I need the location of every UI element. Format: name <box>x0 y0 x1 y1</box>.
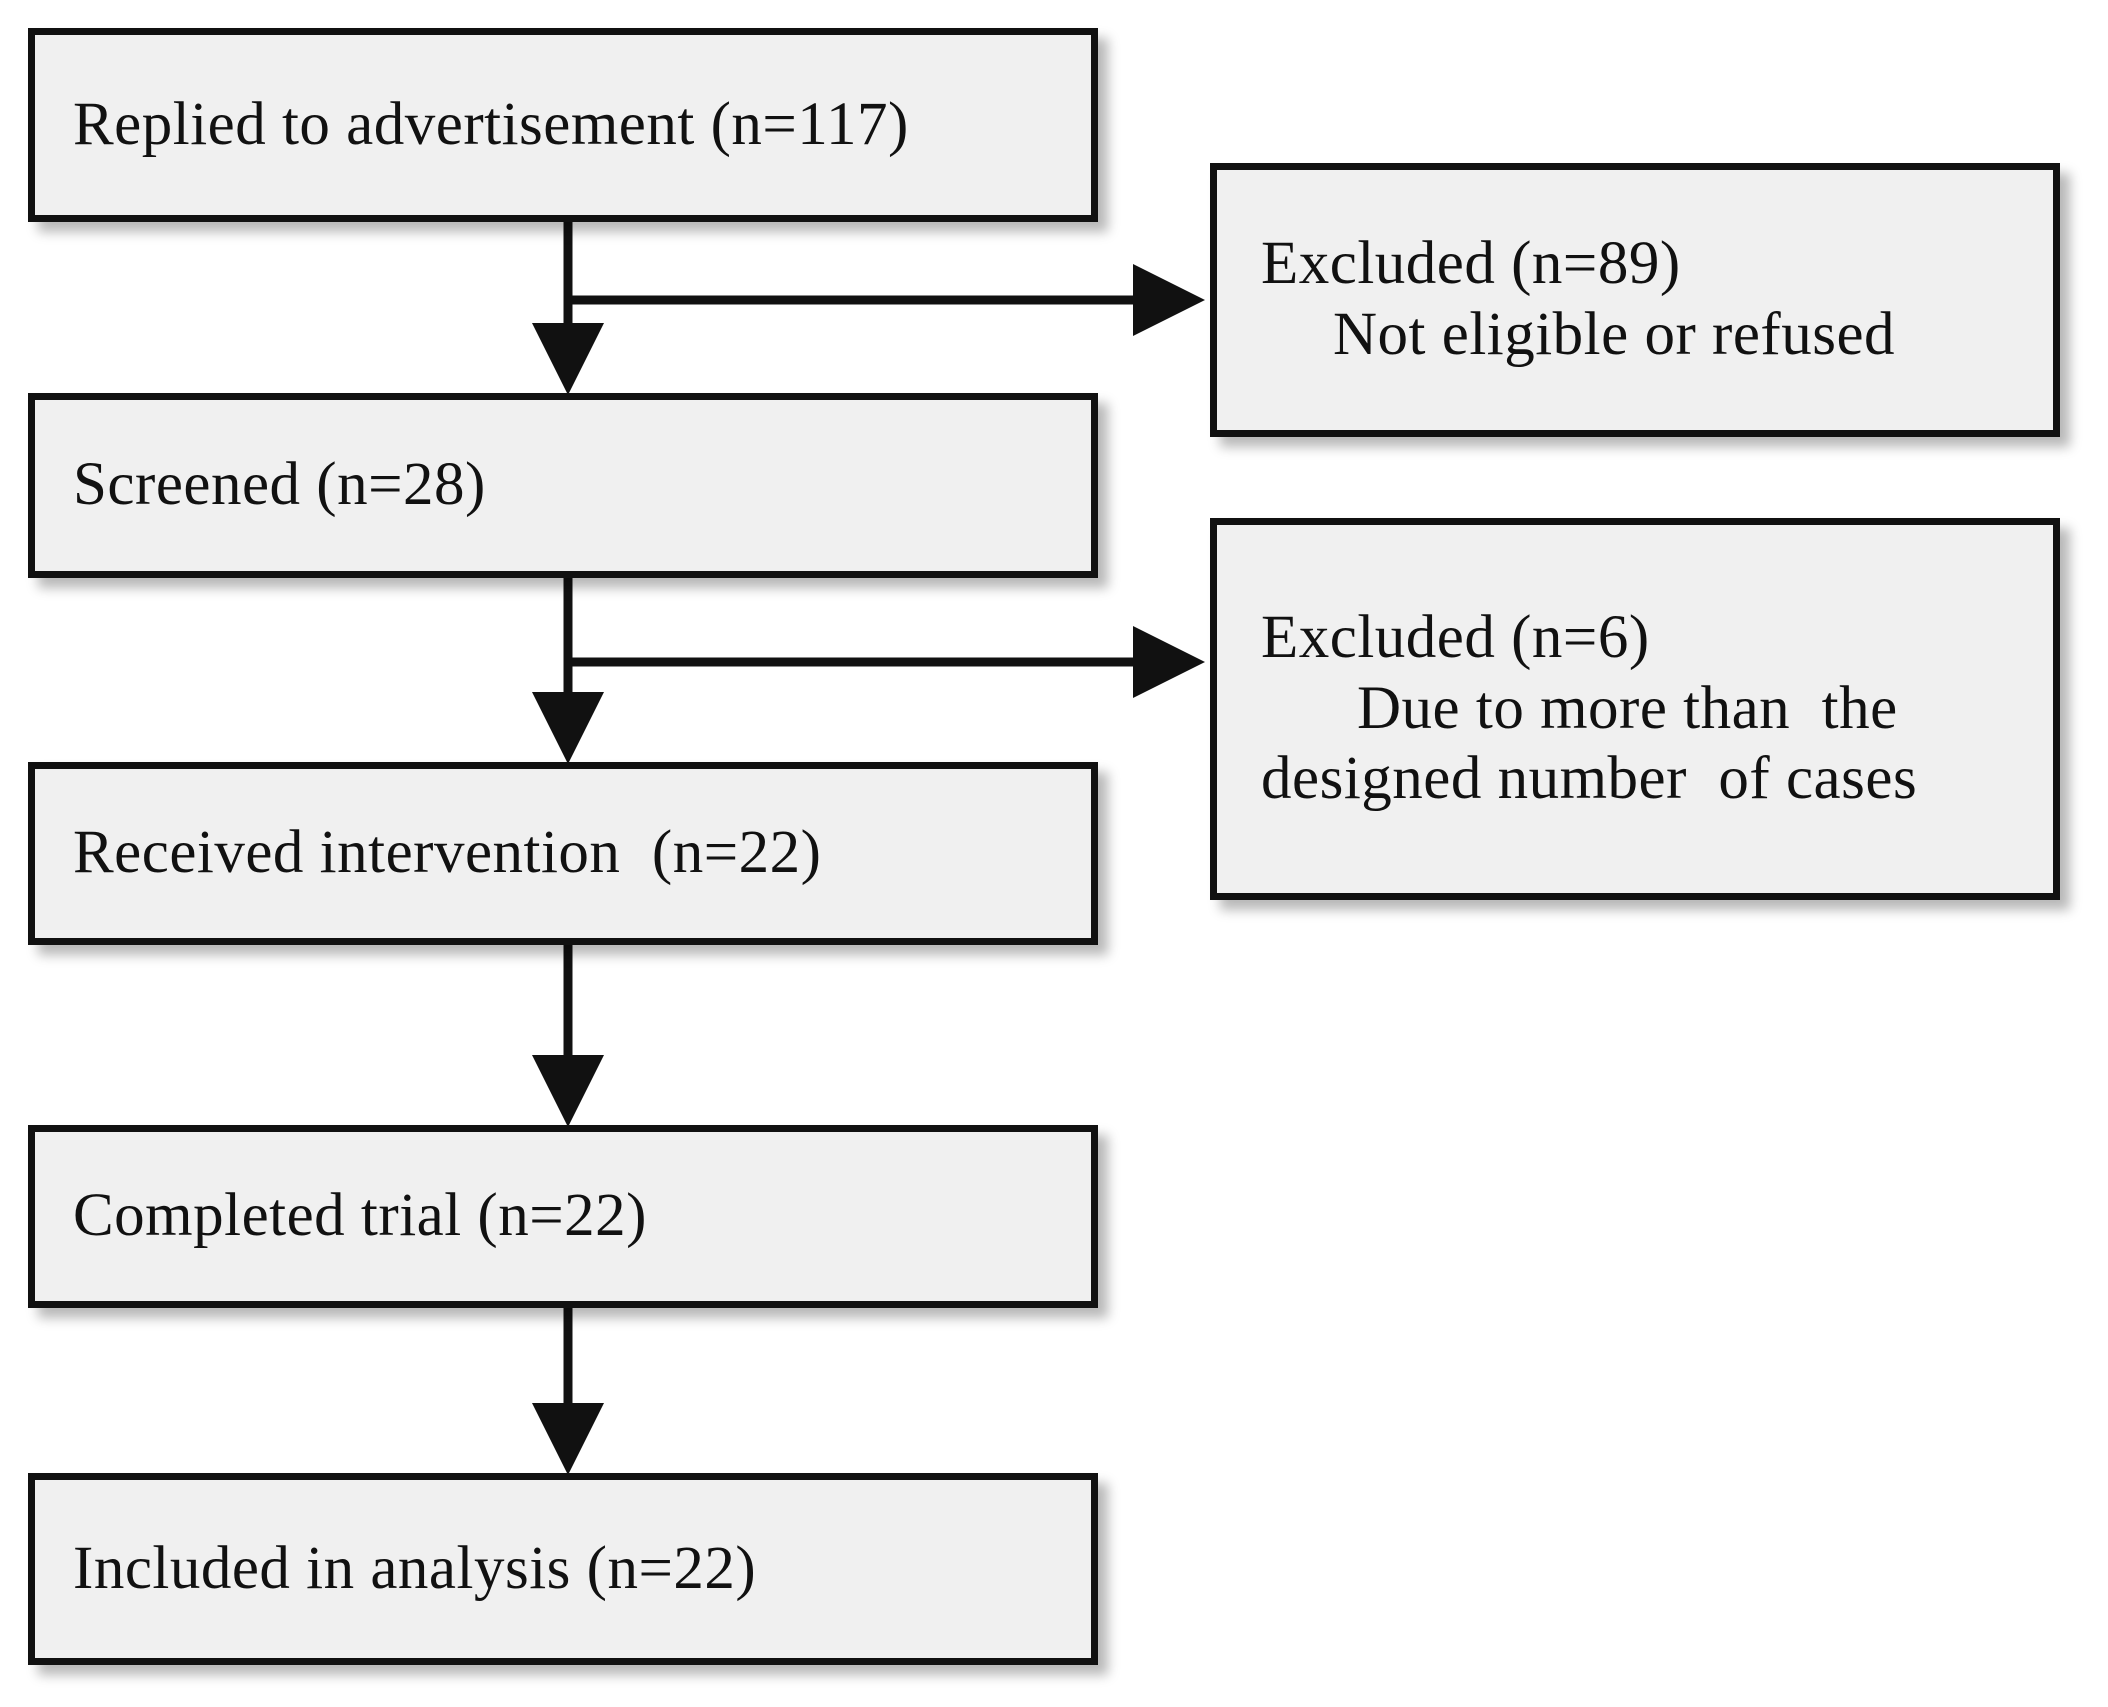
node-replied-line-1: Replied to advertisement (n=117) <box>73 90 909 158</box>
node-replied-to-advertisement: Replied to advertisement (n=117) <box>28 28 1098 222</box>
node-screened: Screened (n=28) <box>28 393 1098 578</box>
node-received-line-1: Received intervention (n=22) <box>73 819 822 887</box>
node-included-in-analysis: Included in analysis (n=22) <box>28 1473 1098 1665</box>
node-received-intervention: Received intervention (n=22) <box>28 762 1098 945</box>
node-excluded-89: Excluded (n=89) Not eligible or refused <box>1210 163 2060 437</box>
node-screened-line-1: Screened (n=28) <box>73 451 486 519</box>
node-excluded-6-line-1: Excluded (n=6) <box>1261 603 1650 671</box>
node-excluded-89-line-2: Not eligible or refused <box>1333 301 1896 368</box>
node-excluded-6: Excluded (n=6) Due to more than the desi… <box>1210 518 2060 900</box>
node-completed-line-1: Completed trial (n=22) <box>73 1182 647 1250</box>
node-excluded-6-line-2: Due to more than the <box>1357 674 1898 742</box>
node-included-line-1: Included in analysis (n=22) <box>73 1534 757 1602</box>
node-completed-trial: Completed trial (n=22) <box>28 1125 1098 1308</box>
node-excluded-89-line-1: Excluded (n=89) <box>1261 230 1681 298</box>
node-excluded-6-line-3: designed number of cases <box>1261 745 1918 813</box>
